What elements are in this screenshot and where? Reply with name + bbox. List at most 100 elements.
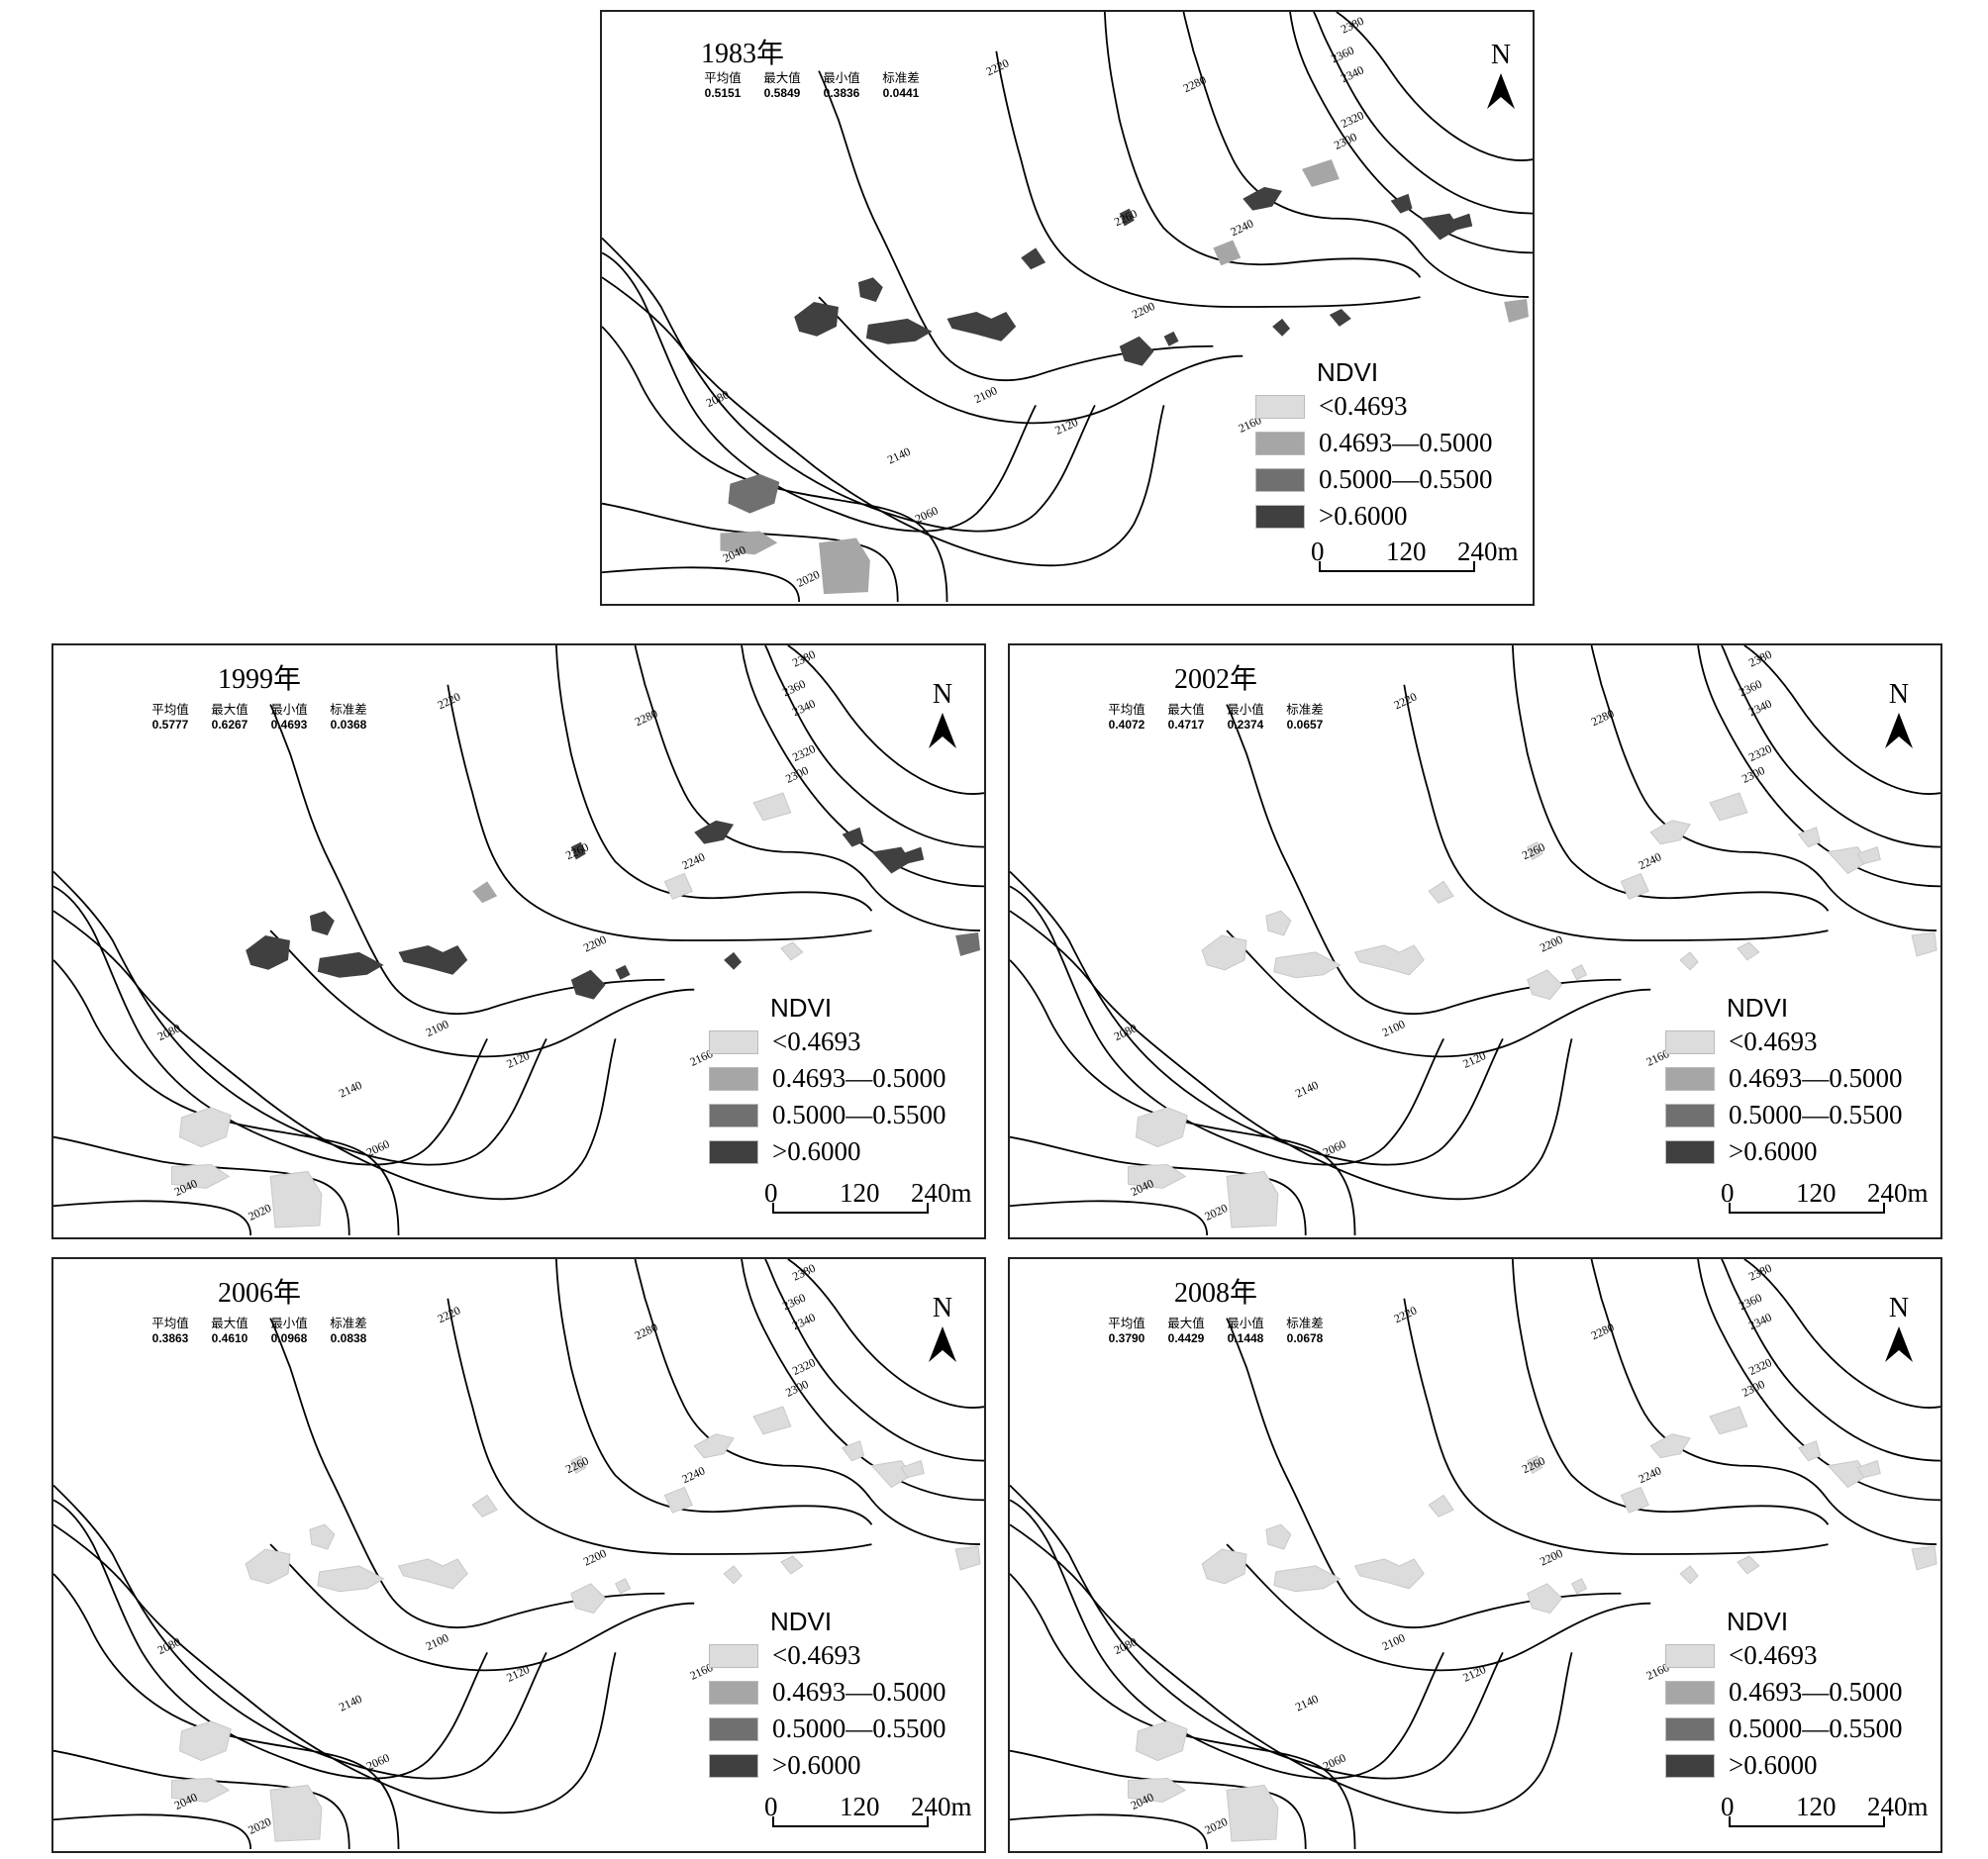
ndvi-patch [901, 846, 925, 864]
ndvi-patch [1242, 186, 1283, 211]
legend-label: 0.5000—0.5500 [1319, 464, 1493, 494]
ndvi-patch [1527, 1583, 1563, 1614]
contour-elevation-label: 2220 [984, 56, 1012, 79]
contour-elevation-label: 2340 [1339, 62, 1366, 85]
north-arrow-label: N [1888, 679, 1910, 710]
ndvi-patch [946, 311, 1017, 342]
contour-line [554, 1259, 873, 1525]
contour-elevation-label: 2020 [1202, 1201, 1230, 1223]
ndvi-patch [865, 318, 933, 344]
north-arrow: N [921, 1293, 964, 1364]
contour-line [634, 645, 981, 931]
ndvi-patch [693, 1433, 735, 1459]
ndvi-patch [1620, 872, 1649, 900]
ndvi-patch [1649, 820, 1691, 845]
ndvi-patch [471, 1494, 498, 1517]
ndvi-patch [1273, 1565, 1342, 1593]
north-arrow-icon [1487, 73, 1515, 109]
stat-header-std: 标准差 [882, 71, 920, 85]
stat-header-mean: 平均值 [1108, 1317, 1145, 1330]
ndvi-patch [1679, 951, 1699, 971]
ndvi-patch [1797, 1440, 1822, 1462]
ndvi-patch [752, 1406, 792, 1435]
ndvi-legend: NDVI <0.4693 0.4693—0.5000 0.5000—0.5500… [1255, 356, 1533, 535]
north-arrow: N [1877, 1293, 1921, 1364]
scale-label-120: 120 [1796, 1178, 1837, 1208]
scale-label-0: 0 [764, 1178, 778, 1208]
contour-elevation-label: 2340 [790, 1310, 818, 1332]
legend-item: <0.4693 [1665, 1637, 1940, 1674]
ndvi-patch [178, 1107, 232, 1148]
contour-line [53, 1200, 252, 1236]
ndvi-patch [1428, 1494, 1454, 1517]
contour-line [1010, 1813, 1209, 1850]
ndvi-patch [1737, 1555, 1760, 1575]
contour-line [1010, 1749, 1307, 1850]
contour-elevation-label: 2220 [436, 1304, 463, 1326]
contour-elevation-label: 2340 [1746, 696, 1774, 719]
scale-label-120: 120 [840, 1178, 880, 1208]
contour-elevation-label: 2140 [337, 1692, 364, 1714]
contour-elevation-label: 2300 [1740, 763, 1767, 786]
contour-line [1182, 12, 1530, 298]
ndvi-legend: NDVI <0.4693 0.4693—0.5000 0.5000—0.5500… [709, 1606, 984, 1784]
contour-line [602, 237, 1096, 533]
scale-bar: 0 120 240m [1715, 1792, 1933, 1831]
ndvi-patch [1119, 336, 1154, 366]
contour-elevation-label: 2020 [246, 1814, 273, 1837]
ndvi-patch [1856, 845, 1881, 865]
contour-elevation-label: 2060 [364, 1137, 392, 1160]
stat-max-value: 0.6267 [211, 718, 248, 732]
contour-elevation-label: 2280 [1589, 706, 1617, 729]
ndvi-legend: NDVI <0.4693 0.4693—0.5000 0.5000—0.5500… [1665, 992, 1940, 1170]
contour-line [1010, 1200, 1209, 1236]
ndvi-patch [1265, 910, 1292, 936]
legend-swatch [1665, 1103, 1715, 1127]
scale-label-240: 240m [1457, 537, 1519, 566]
north-arrow-label: N [932, 1293, 953, 1323]
ndvi-patch [1856, 1459, 1881, 1479]
ndvi-patch [794, 302, 839, 337]
stat-std-value: 0.0678 [1286, 1331, 1324, 1345]
legend-swatch [709, 1716, 758, 1741]
legend-item: >0.6000 [1665, 1747, 1940, 1784]
contour-line [818, 296, 1243, 425]
contour-line [1226, 704, 1622, 1015]
stat-mean-value: 0.5151 [704, 86, 742, 100]
legend-swatch [1255, 467, 1305, 492]
ndvi-patch [1213, 240, 1242, 266]
contour-elevation-label: 2060 [1321, 1137, 1348, 1160]
ndvi-patch [1265, 1523, 1292, 1550]
stat-header-std: 标准差 [330, 1317, 367, 1330]
stat-header-min: 最小值 [1227, 1317, 1264, 1330]
ndvi-patch [570, 1454, 587, 1475]
ndvi-patch [1570, 1578, 1588, 1595]
contour-line [447, 1298, 872, 1555]
contour-elevation-label: 2020 [794, 567, 822, 590]
contour-elevation-label: 2200 [581, 932, 609, 955]
ndvi-patch [1353, 1558, 1425, 1590]
stat-std-value: 0.0368 [330, 718, 367, 732]
contour-elevation-label: 2080 [1112, 1634, 1140, 1657]
stat-mean-value: 0.3790 [1108, 1331, 1145, 1345]
contour-line [554, 645, 873, 912]
contour-line [1226, 1318, 1622, 1628]
stat-mean-value: 0.4072 [1108, 718, 1145, 732]
stat-std-value: 0.0838 [330, 1331, 367, 1345]
scale-label-0: 0 [1311, 537, 1325, 566]
stat-max-value: 0.4610 [211, 1331, 248, 1345]
ndvi-patch [245, 1548, 291, 1585]
ndvi-patch [663, 1486, 693, 1514]
ndvi-patch [1420, 213, 1460, 241]
ndvi-patch [1649, 1433, 1691, 1459]
contour-elevation-label: 2080 [704, 387, 732, 410]
legend-label: 0.4693—0.5000 [1319, 428, 1493, 457]
north-arrow-label: N [1490, 40, 1512, 70]
ndvi-patch [1226, 1170, 1279, 1228]
legend-label: >0.6000 [772, 1750, 861, 1780]
legend-item: <0.4693 [1665, 1024, 1940, 1060]
contour-line [53, 1484, 547, 1780]
